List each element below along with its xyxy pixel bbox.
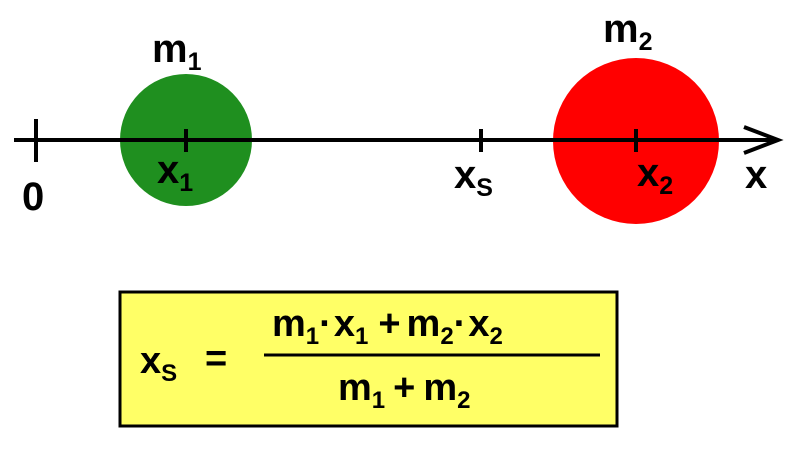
x2-label: x2: [637, 151, 673, 200]
formula-lhs: xS: [140, 340, 177, 387]
mass2-label: m2: [603, 7, 652, 56]
formula-box: xS = m1·x1+m2·x2 m1+m2: [118, 290, 619, 428]
x1-label: x1: [157, 148, 193, 197]
formula-box-background: [118, 290, 619, 428]
formula-numerator: m1·x1+m2·x2: [272, 303, 503, 350]
formula-denominator: m1+m2: [338, 367, 471, 414]
center-of-mass-label: xS: [454, 153, 493, 202]
x-axis-arrowhead: [743, 125, 784, 155]
axis-x-label: x: [745, 153, 767, 197]
formula-equals: =: [205, 338, 227, 380]
mass1-label: m1: [152, 27, 202, 76]
origin-label: 0: [22, 175, 44, 219]
